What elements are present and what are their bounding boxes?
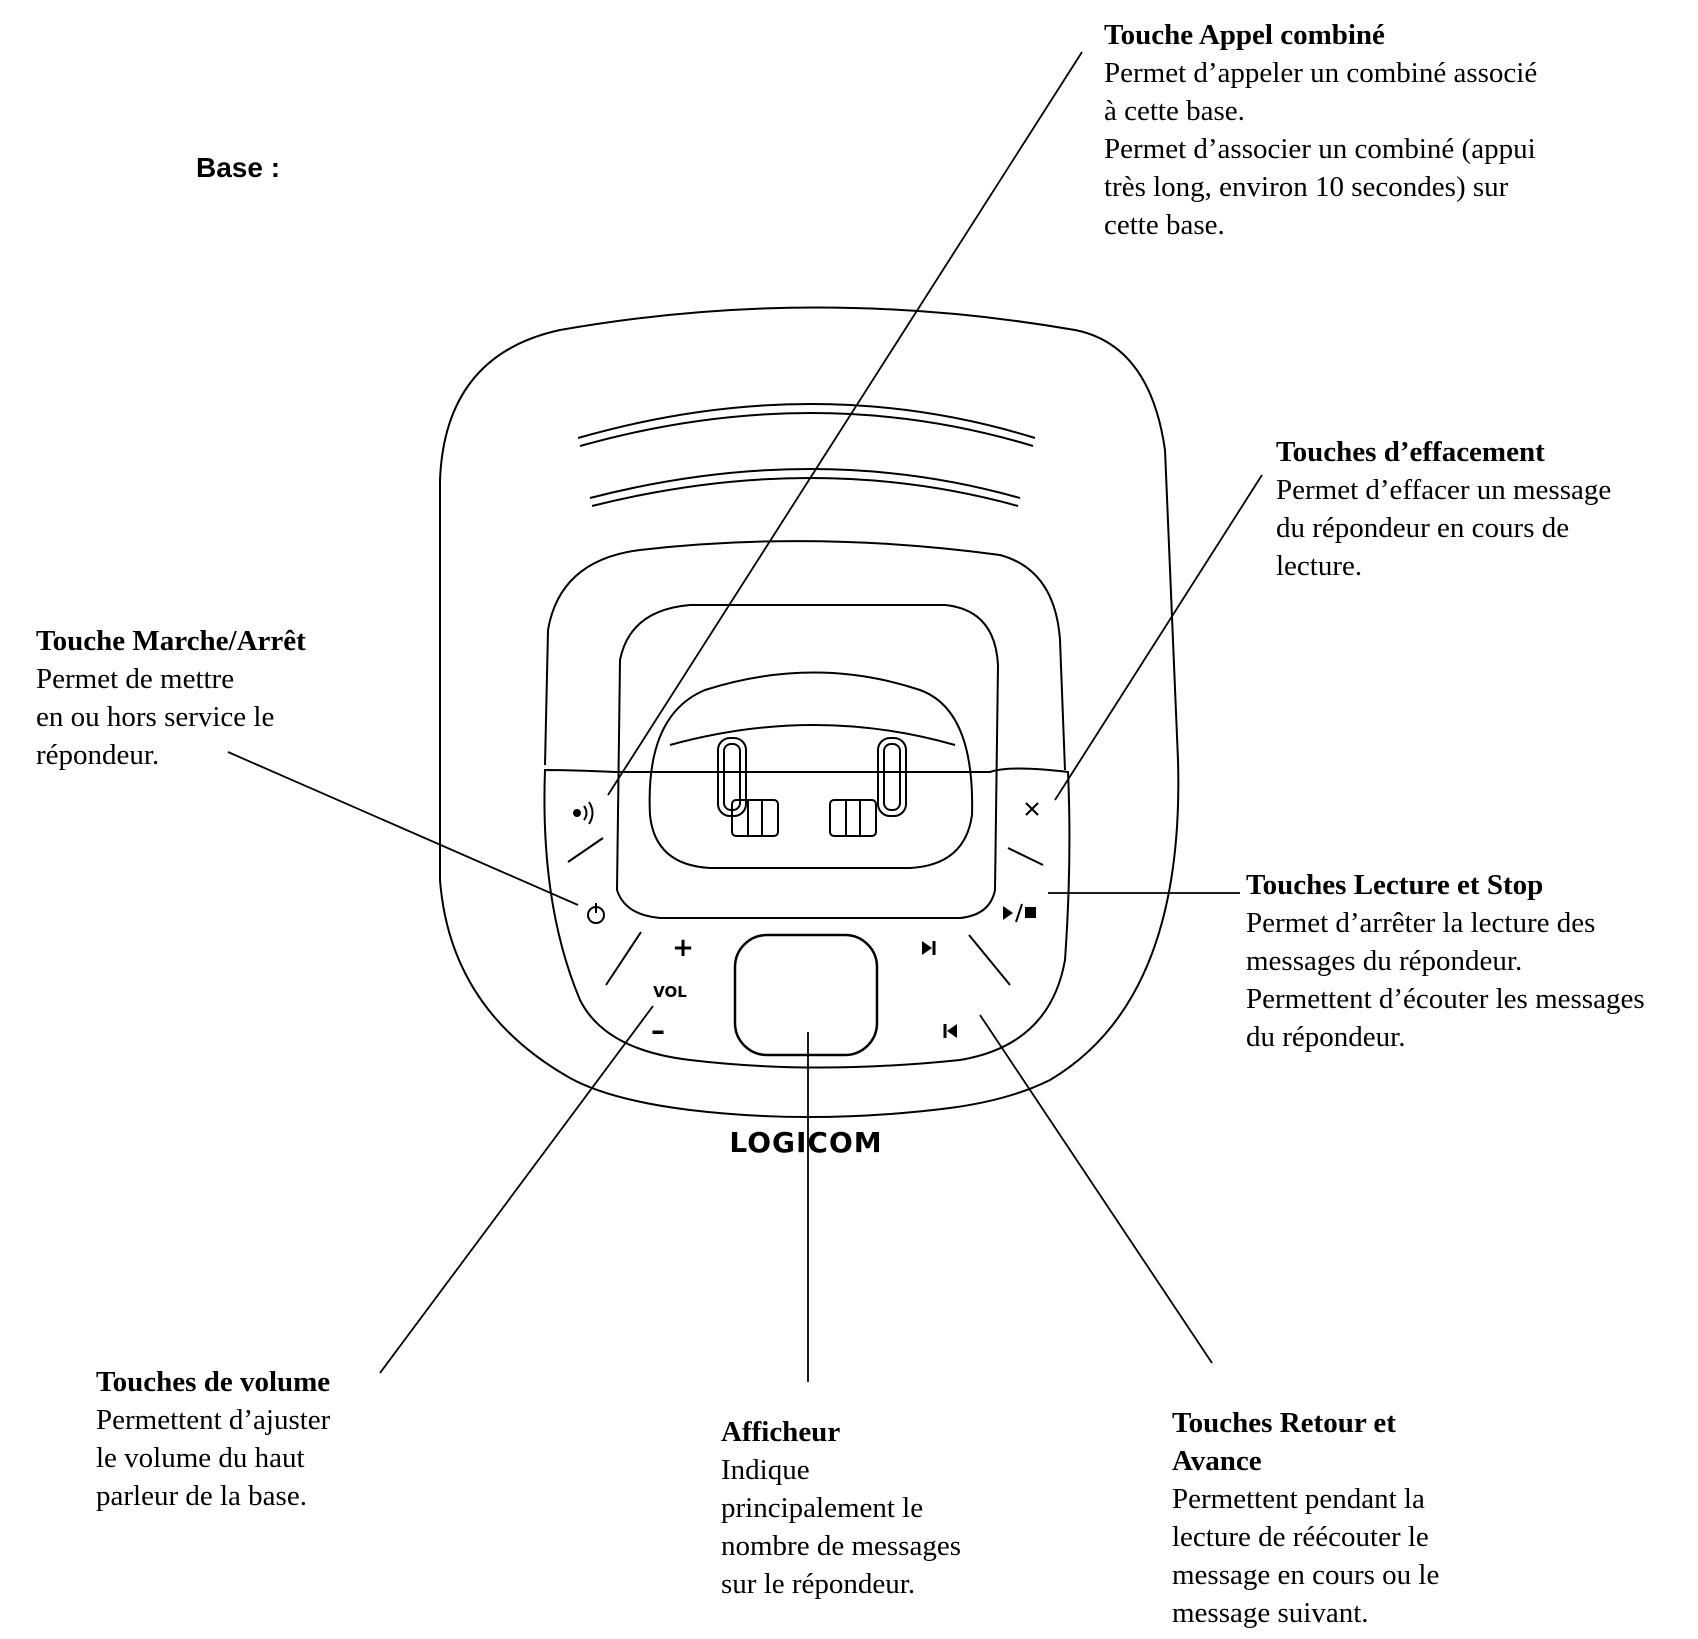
button-panel	[543, 767, 1071, 1069]
charging-hook-right	[877, 737, 907, 817]
callout-marche: Touche Marche/Arrêt Permet de mettre en …	[36, 622, 306, 774]
key-stroke-skip	[968, 934, 1011, 986]
vol-label: VOL	[653, 983, 687, 1001]
skip-forward-icon	[922, 941, 936, 955]
charging-contact-left	[731, 799, 779, 837]
key-stroke-delete	[1007, 847, 1044, 866]
cradle-inner	[648, 671, 974, 869]
callout-appel: Touche Appel combiné Permet d’appeler un…	[1104, 16, 1537, 244]
leader-marche	[227, 751, 579, 906]
callout-effacement: Touches d’effacement Permet d’effacer un…	[1276, 433, 1611, 585]
speaker-slot-2	[589, 468, 1021, 499]
callout-appel-title: Touche Appel combiné	[1104, 19, 1385, 51]
callout-lecture-title: Touches Lecture et Stop	[1246, 869, 1544, 901]
callout-lecture: Touches Lecture et Stop Permet d’arrêter…	[1246, 866, 1645, 1056]
leader-appel	[607, 51, 1083, 796]
power-icon	[587, 903, 605, 924]
callout-marche-title: Touche Marche/Arrêt	[36, 625, 306, 657]
key-stroke-intercom	[567, 837, 604, 863]
leader-effacement	[1054, 474, 1263, 801]
callout-retour-title-2: Avance	[1172, 1445, 1262, 1477]
callout-retour-title-1: Touches Retour et	[1172, 1407, 1396, 1439]
callout-retour: Touches Retour et Avance Permettent pend…	[1172, 1404, 1439, 1632]
vol-plus-label: +	[672, 933, 694, 963]
speaker-slot-1b	[579, 412, 1034, 447]
base-outer-body	[439, 306, 1180, 1119]
callout-effacement-title: Touches d’effacement	[1276, 436, 1545, 468]
play-stop-icon	[1003, 903, 1036, 923]
cradle-outer	[615, 604, 1000, 919]
leader-retour	[979, 1014, 1213, 1364]
callout-volume: Touches de volume Permettent d’ajuster l…	[96, 1363, 330, 1515]
page-heading: Base :	[196, 152, 281, 183]
charging-contact-right	[829, 799, 877, 837]
callout-volume-title: Touches de volume	[96, 1366, 331, 1398]
intercom-icon	[573, 801, 594, 825]
leader-volume	[379, 1005, 654, 1374]
speaker-slot-1	[577, 403, 1036, 439]
delete-x-icon	[1025, 802, 1039, 816]
display-button	[733, 933, 879, 1057]
callout-afficheur: Afficheur Indique principalement le nomb…	[721, 1413, 961, 1603]
vol-minus-label: –	[651, 1014, 665, 1047]
panel-middle	[544, 540, 1066, 771]
brand-logo: LOGICOM	[729, 1126, 882, 1159]
key-stroke-volume	[605, 931, 642, 986]
skip-back-icon	[943, 1024, 957, 1038]
callout-afficheur-title: Afficheur	[721, 1416, 841, 1448]
cradle-inner-lip	[669, 724, 956, 746]
charging-hook-right-inner	[883, 743, 901, 811]
